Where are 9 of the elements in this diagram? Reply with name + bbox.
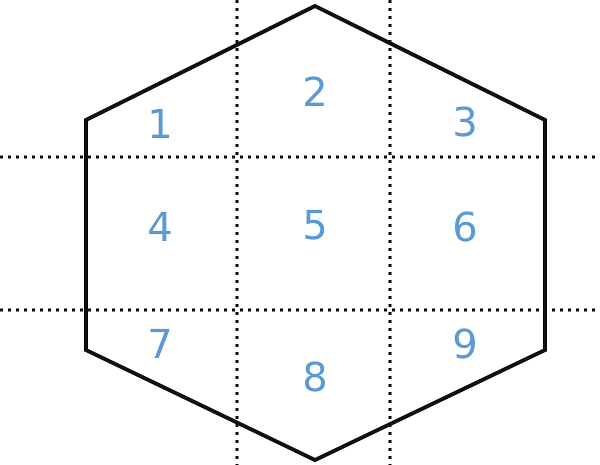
region-number: 9 (452, 325, 478, 365)
region-number: 1 (147, 105, 173, 145)
region-number: 4 (147, 208, 173, 248)
region-number: 3 (452, 103, 478, 143)
region-number: 6 (452, 208, 478, 248)
region-number: 5 (302, 206, 328, 246)
region-number: 2 (302, 73, 328, 113)
region-number: 7 (147, 325, 173, 365)
region-number: 8 (302, 358, 328, 398)
